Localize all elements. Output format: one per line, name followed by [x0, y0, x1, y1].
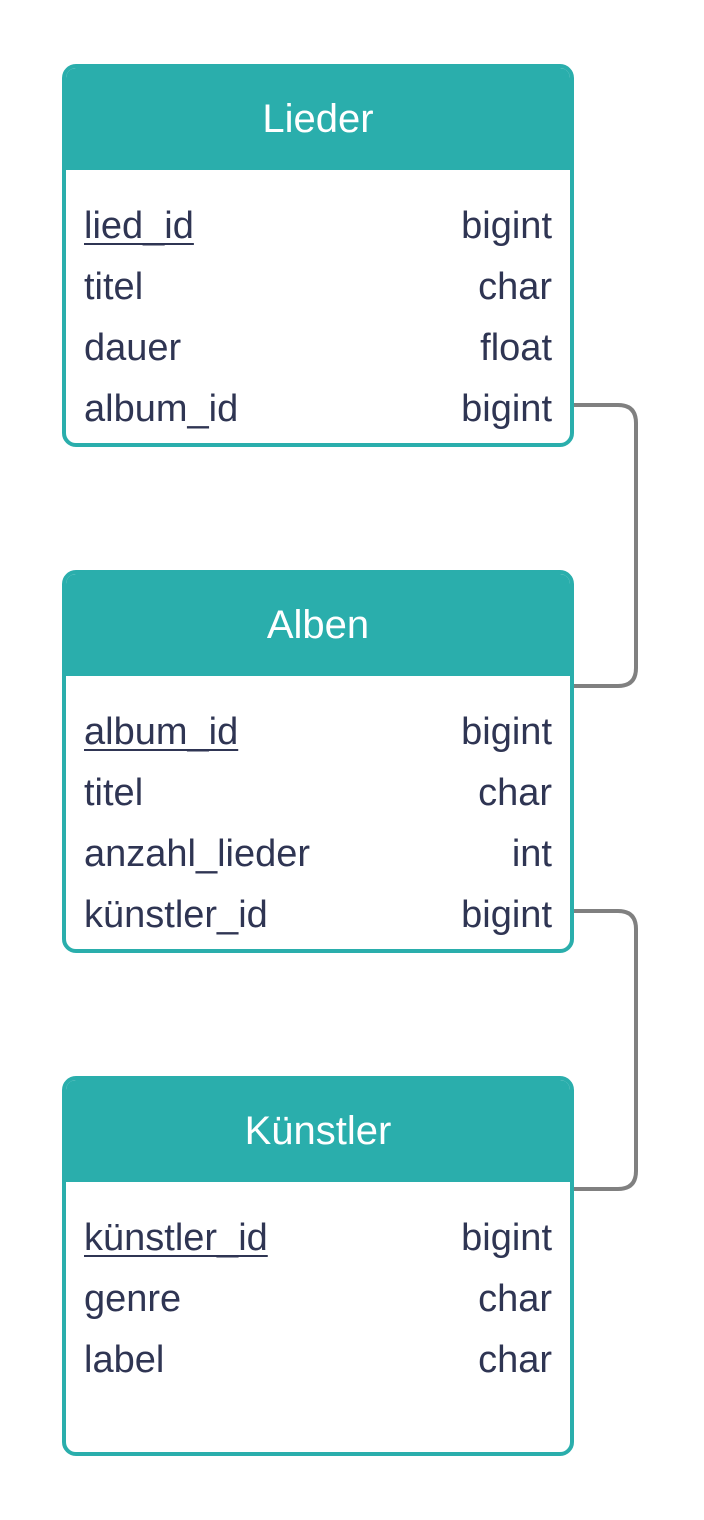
- column-row: künstler_id bigint: [84, 1208, 552, 1269]
- entity-alben[interactable]: Alben album_id bigint titel char anzahl_…: [62, 570, 574, 953]
- column-name-primary-key: album_id: [84, 711, 239, 753]
- column-row: album_id bigint: [84, 702, 552, 763]
- column-name: album_id: [84, 388, 239, 430]
- column-row: anzahl_lieder int: [84, 824, 552, 885]
- entity-title: Alben: [66, 574, 570, 676]
- column-type: bigint: [461, 711, 552, 753]
- column-row: lied_id bigint: [84, 196, 552, 257]
- connector-alben-kuenstler: [570, 909, 638, 1191]
- entity-columns: album_id bigint titel char anzahl_lieder…: [66, 676, 570, 946]
- column-type: int: [511, 833, 552, 875]
- column-row: label char: [84, 1330, 552, 1391]
- column-name: titel: [84, 266, 144, 308]
- column-row: künstler_id bigint: [84, 885, 552, 946]
- column-row: titel char: [84, 763, 552, 824]
- column-row: dauer float: [84, 318, 552, 379]
- column-name: label: [84, 1339, 165, 1381]
- column-type: char: [478, 772, 552, 814]
- column-type: bigint: [461, 1217, 552, 1259]
- column-name: dauer: [84, 327, 182, 369]
- connector-lieder-alben: [570, 403, 638, 688]
- column-name: titel: [84, 772, 144, 814]
- column-type: char: [478, 266, 552, 308]
- entity-title: Lieder: [66, 68, 570, 170]
- column-type: char: [478, 1339, 552, 1381]
- column-type: bigint: [461, 894, 552, 936]
- column-type: char: [478, 1278, 552, 1320]
- column-name: genre: [84, 1278, 182, 1320]
- column-row: titel char: [84, 257, 552, 318]
- column-type: bigint: [461, 388, 552, 430]
- column-name-primary-key: künstler_id: [84, 1217, 268, 1259]
- entity-lieder[interactable]: Lieder lied_id bigint titel char dauer f…: [62, 64, 574, 447]
- column-type: bigint: [461, 205, 552, 247]
- column-name-primary-key: lied_id: [84, 205, 194, 247]
- entity-kuenstler[interactable]: Künstler künstler_id bigint genre char l…: [62, 1076, 574, 1456]
- entity-columns: lied_id bigint titel char dauer float al…: [66, 170, 570, 440]
- column-name: anzahl_lieder: [84, 833, 311, 875]
- entity-columns: künstler_id bigint genre char label char: [66, 1182, 570, 1391]
- column-row: genre char: [84, 1269, 552, 1330]
- column-type: float: [480, 327, 552, 369]
- entity-title: Künstler: [66, 1080, 570, 1182]
- column-name: künstler_id: [84, 894, 268, 936]
- column-row: album_id bigint: [84, 379, 552, 440]
